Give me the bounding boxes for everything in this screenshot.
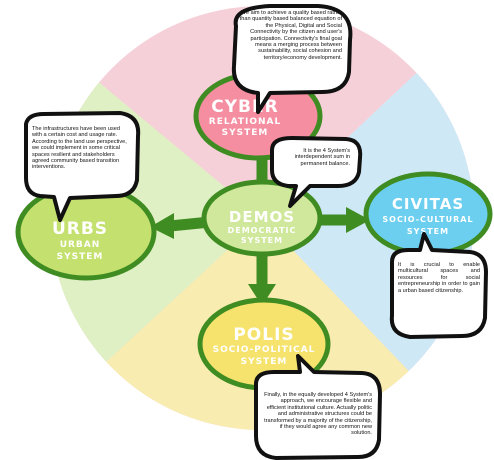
civitas-line1: SOCIO-CULTURAL <box>382 215 473 224</box>
civitas-line2: SYSTEM <box>407 227 449 236</box>
urbs-line2: SYSTEM <box>57 252 104 262</box>
cyber-bubble-shape <box>231 4 353 114</box>
cyber-bubble-text: We aim to achieve a quality based rather… <box>239 10 342 61</box>
civitas-label: CIVITAS SOCIO-CULTURAL SYSTEM <box>382 195 473 236</box>
polis-title: POLIS <box>233 325 294 345</box>
demos-bubble-shape <box>270 136 363 208</box>
polis-bubble-shape <box>254 354 382 460</box>
urbs-title: URBS <box>52 219 108 239</box>
cyber-line2: SYSTEM <box>222 128 269 138</box>
demos-bubble-text: It is the 4 System's interdependent sum … <box>294 148 350 167</box>
urbs-line1: URBAN <box>60 240 101 250</box>
cyber-title: CYBER <box>211 97 278 117</box>
civitas-bubble-text: It is crucial to enable multicultural sp… <box>398 262 480 294</box>
cyber-line1: RELATIONAL <box>209 117 281 127</box>
polis-label: POLIS SOCIO-POLITICAL SYSTEM <box>213 325 316 367</box>
demos-line1: DEMOCRATIC <box>228 226 297 235</box>
urbs-label: URBS URBAN SYSTEM <box>52 219 108 262</box>
demos-title: DEMOS <box>229 208 295 226</box>
demos-line2: SYSTEM <box>241 236 283 245</box>
civitas-bubble-shape <box>389 232 488 339</box>
urbs-bubble-text: The infrastructures have been used with … <box>32 126 127 171</box>
urbs-bubble-shape <box>24 111 141 222</box>
arrow-to-civitas <box>312 207 370 233</box>
polis-line2: SYSTEM <box>241 357 288 367</box>
speech-bubbles <box>24 4 488 460</box>
polis-bubble-text: Finally, in the equally developed 4 Syst… <box>264 392 372 437</box>
demos-label: DEMOS DEMOCRATIC SYSTEM <box>228 208 297 245</box>
polis-line1: SOCIO-POLITICAL <box>213 345 316 355</box>
civitas-title: CIVITAS <box>392 195 464 213</box>
